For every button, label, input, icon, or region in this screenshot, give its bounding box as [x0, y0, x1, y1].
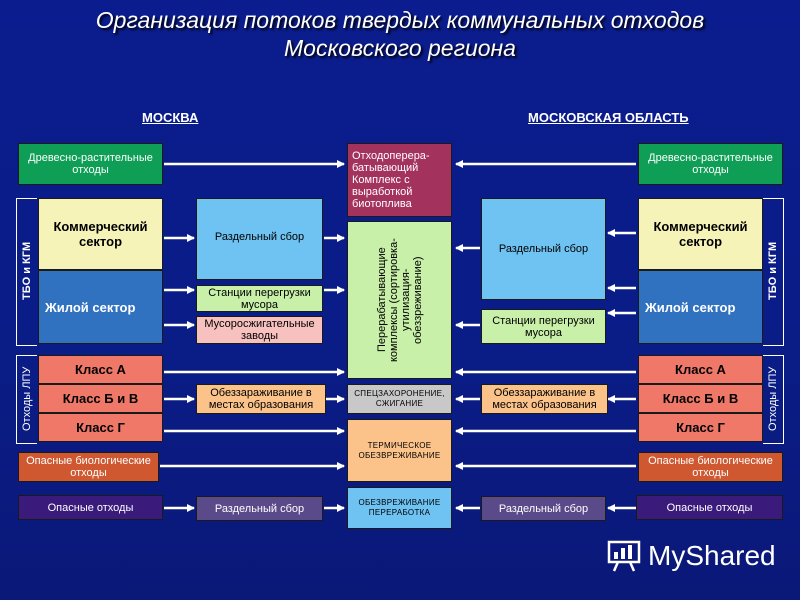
left-lpu-label: Отходы ЛПУ	[21, 366, 33, 431]
mid-left-transfer-stations: Станции перегрузки мусора	[196, 285, 323, 312]
right-class-bv: Класс Б и В	[638, 384, 763, 413]
presentation-icon	[607, 540, 641, 572]
right-tbo-bracket	[763, 198, 784, 346]
left-tbo-label: ТБО и КГМ	[21, 241, 33, 301]
mid-left-disinfection: Обеззараживание в местах образования	[196, 384, 326, 414]
left-tbo-bracket	[16, 198, 37, 346]
mid-left-separate-collection-hazardous: Раздельный сбор	[196, 496, 323, 521]
left-bio-waste: Опасные биологические отходы	[18, 452, 159, 482]
left-hazardous-waste: Опасные отходы	[18, 495, 163, 520]
center-neutralization-processing: ОБЕЗВРЕЖИВАНИЕ ПЕРЕРАБОТКА	[347, 487, 452, 529]
right-class-g: Класс Г	[638, 413, 763, 442]
center-processing-complexes: Перерабатывающие комплексы (сортировка-у…	[347, 221, 452, 379]
right-bio-waste: Опасные биологические отходы	[638, 452, 783, 482]
right-commercial-sector: Коммерческий сектор	[638, 198, 763, 270]
right-lpu-bracket	[763, 355, 784, 444]
heading-moscow: МОСКВА	[142, 110, 199, 125]
mid-right-transfer-stations: Станции перегрузки мусора	[481, 309, 606, 344]
left-residential-sector: Жилой сектор	[38, 270, 163, 344]
center-special-burial: СПЕЦЗАХОРОНЕНИЕ, СЖИГАНИЕ	[347, 384, 452, 414]
right-class-a: Класс А	[638, 355, 763, 384]
right-tbo-label: ТБО и КГМ	[767, 241, 779, 301]
center-biofuel-complex: Отходоперера-батывающий Комплекс с выраб…	[347, 143, 452, 217]
right-wood-waste: Древесно-растительные отходы	[638, 143, 783, 185]
right-lpu-label: Отходы ЛПУ	[767, 366, 779, 431]
right-hazardous-waste: Опасные отходы	[636, 495, 783, 520]
watermark-text: MyShared	[648, 540, 776, 571]
heading-region: МОСКОВСКАЯ ОБЛАСТЬ	[528, 110, 689, 125]
left-wood-waste: Древесно-растительные отходы	[18, 143, 163, 185]
mid-right-separate-collection: Раздельный сбор	[481, 198, 606, 300]
left-class-bv: Класс Б и В	[38, 384, 163, 413]
watermark-logo: MyShared	[606, 536, 796, 576]
right-residential-sector: Жилой сектор	[638, 270, 763, 344]
mid-right-disinfection: Обеззараживание в местах образования	[481, 384, 608, 414]
mid-right-separate-collection-hazardous: Раздельный сбор	[481, 496, 606, 521]
left-class-g: Класс Г	[38, 413, 163, 442]
mid-left-separate-collection: Раздельный сбор	[196, 198, 323, 280]
mid-left-incinerators: Мусоросжигательные заводы	[196, 316, 323, 344]
left-commercial-sector: Коммерческий сектор	[38, 198, 163, 270]
center-thermal-neutralization: ТЕРМИЧЕСКОЕ ОБЕЗВРЕЖИВАНИЕ	[347, 419, 452, 482]
page-title: Организация потоков твердых коммунальных…	[95, 7, 705, 61]
left-lpu-bracket	[16, 355, 37, 444]
left-class-a: Класс А	[38, 355, 163, 384]
